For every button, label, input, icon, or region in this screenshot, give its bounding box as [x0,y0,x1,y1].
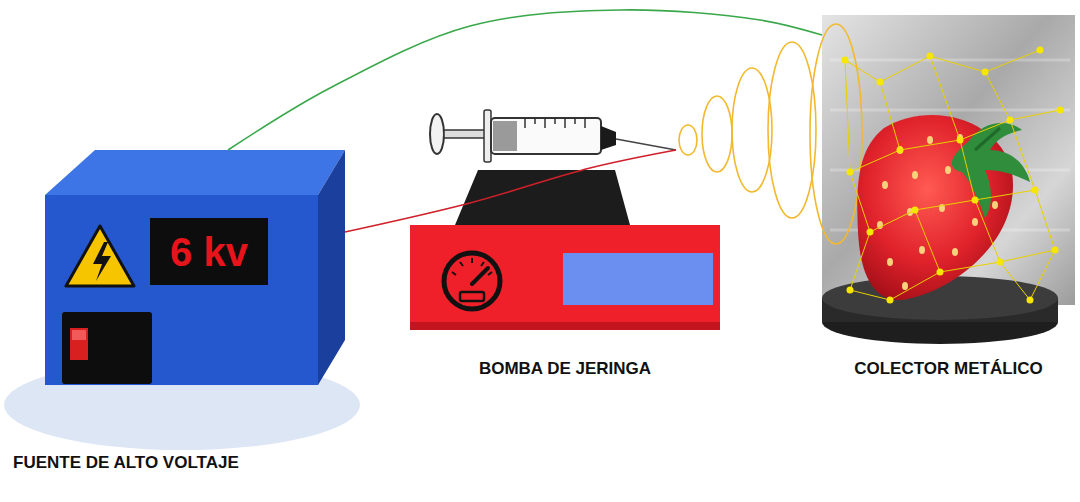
syringe-pump [410,170,720,330]
cube-front [45,195,318,385]
fiber-nodes [842,47,1064,304]
collector [822,15,1075,305]
voltage-display [150,218,268,285]
collector-box: COLECTOR METÁLICO [822,15,1075,335]
syringe-flange [484,110,491,162]
voltage-reading: 6 kv [150,218,268,285]
syringe-pump-box: BOMBA DE JERINGA [410,150,720,330]
fiber-loop [810,24,862,244]
device-label: COLECTOR METÁLICO [822,358,1075,380]
fiber-loop [679,125,697,155]
dial-window [460,292,484,301]
plunger-seal [493,121,517,151]
plunger-rod [444,130,488,138]
syringe [430,110,676,162]
needle-hub [601,126,616,150]
syringe-barrel [491,118,601,154]
fiber-jet [679,24,862,244]
power-supply [45,150,345,385]
pump-body [410,225,720,330]
electric-wire [228,10,822,150]
power-switch [70,328,88,360]
needle [616,139,676,150]
pump-body-edge [410,322,720,330]
device-label: BOMBA DE JERINGA [410,358,720,380]
lightning-bolt [93,242,111,281]
plunger-thumb [430,114,444,154]
fiber-loop [702,96,732,172]
barrel-ticks [525,118,585,128]
strawberry-stem [975,128,1000,150]
device-label: FUENTE DE ALTO VOLTAJE [13,452,273,474]
collector-plate [822,15,1075,305]
fiber-network [845,50,1060,300]
fiber-strands [845,50,1060,300]
cube-top [45,150,345,195]
strawberry-leaves [952,123,1030,218]
pump-dial [444,253,500,309]
switch-panel [62,312,152,384]
power-switch-light [72,330,86,340]
pump-stand [455,170,630,225]
electric-wire [345,150,676,232]
warning-triangle [66,226,134,286]
fiber-loop [768,42,816,218]
dial-needle [472,268,488,284]
cube-side [318,150,345,385]
power-supply-box: 6 kvFUENTE DE ALTO VOLTAJE [45,150,345,385]
fiber-loop [732,68,772,192]
pump-display [563,253,713,305]
